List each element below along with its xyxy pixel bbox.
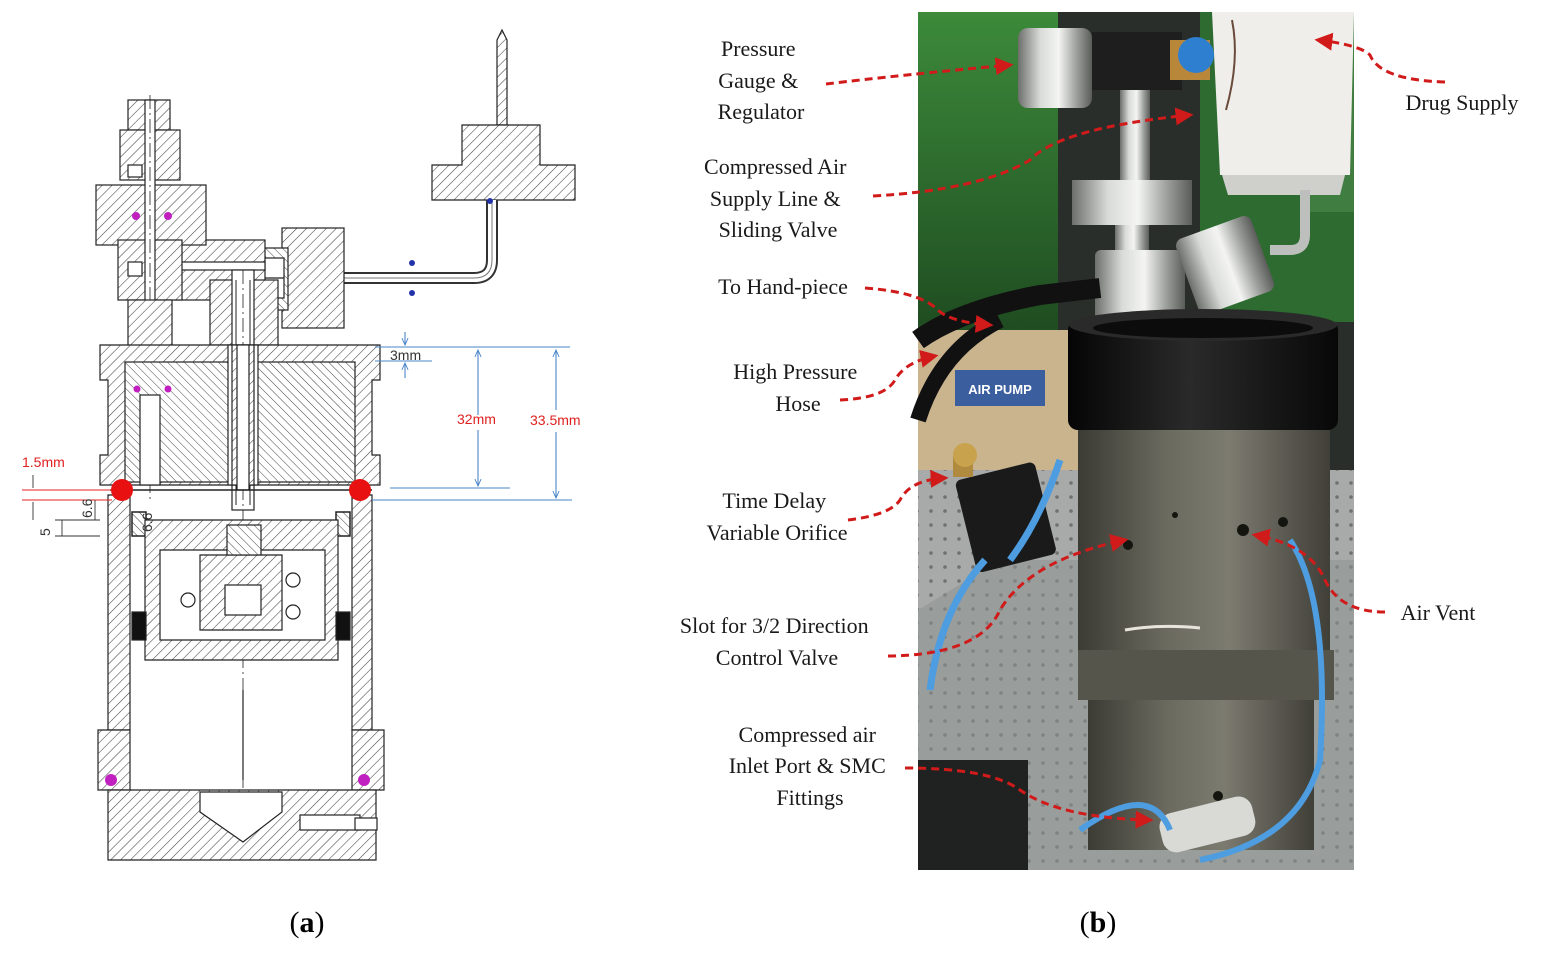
- arrow-time-delay: [847, 469, 949, 522]
- label-pressure-gauge: Pressure Gauge & Regulator: [718, 36, 805, 124]
- callout-arrows: [825, 32, 1446, 829]
- dimension-lines: [372, 332, 572, 501]
- arrow-slot-valve: [887, 534, 1129, 658]
- caption-b: (b): [1080, 906, 1117, 939]
- arrow-air-vent: [1251, 528, 1386, 614]
- dim-6-6-left: 6.6: [79, 498, 95, 518]
- red-dimension: [22, 489, 112, 501]
- arrow-pressure-gauge: [825, 57, 1014, 86]
- arrow-drug-supply: [1314, 32, 1446, 84]
- seal-dot-left: [111, 479, 133, 501]
- label-air-vent: Air Vent: [1401, 600, 1476, 625]
- label-compressed-air-line: Compressed Air Supply Line & Sliding Val…: [704, 154, 852, 242]
- dim-1-5mm: 1.5mm: [22, 454, 65, 470]
- label-drug-supply: Drug Supply: [1405, 90, 1518, 115]
- caption-a: (a): [290, 906, 325, 939]
- arrow-inlet-port: [904, 766, 1154, 829]
- panel-b-photo: AIR PUMP: [910, 12, 1354, 870]
- label-slot-valve: Slot for 3/2 Direction Control Valve: [680, 613, 874, 670]
- callout-labels: Pressure Gauge & Regulator Drug Supply C…: [680, 36, 1519, 810]
- seal-dot-right: [349, 479, 371, 501]
- label-hand-piece: To Hand-piece: [718, 274, 848, 299]
- dim-32mm: 32mm: [457, 411, 496, 427]
- dim-6-6-right: 6.6: [139, 512, 155, 532]
- label-inlet-port: Compressed air Inlet Port & SMC Fittings: [729, 722, 892, 810]
- dim-3mm: 3mm: [390, 347, 421, 363]
- black-dimension: [32, 475, 100, 537]
- label-time-delay: Time Delay Variable Orifice: [706, 488, 847, 545]
- dim-33-5mm: 33.5mm: [530, 412, 581, 428]
- arrow-hand-piece: [864, 286, 994, 333]
- label-hp-hose: High Pressure Hose: [733, 359, 863, 416]
- air-pump-box-text: AIR PUMP: [968, 382, 1032, 397]
- arrow-hp-hose: [839, 350, 939, 402]
- arrow-compressed-air-line: [872, 107, 1194, 198]
- dim-5: 5: [37, 528, 53, 536]
- panel-a-drawing: [95, 28, 576, 861]
